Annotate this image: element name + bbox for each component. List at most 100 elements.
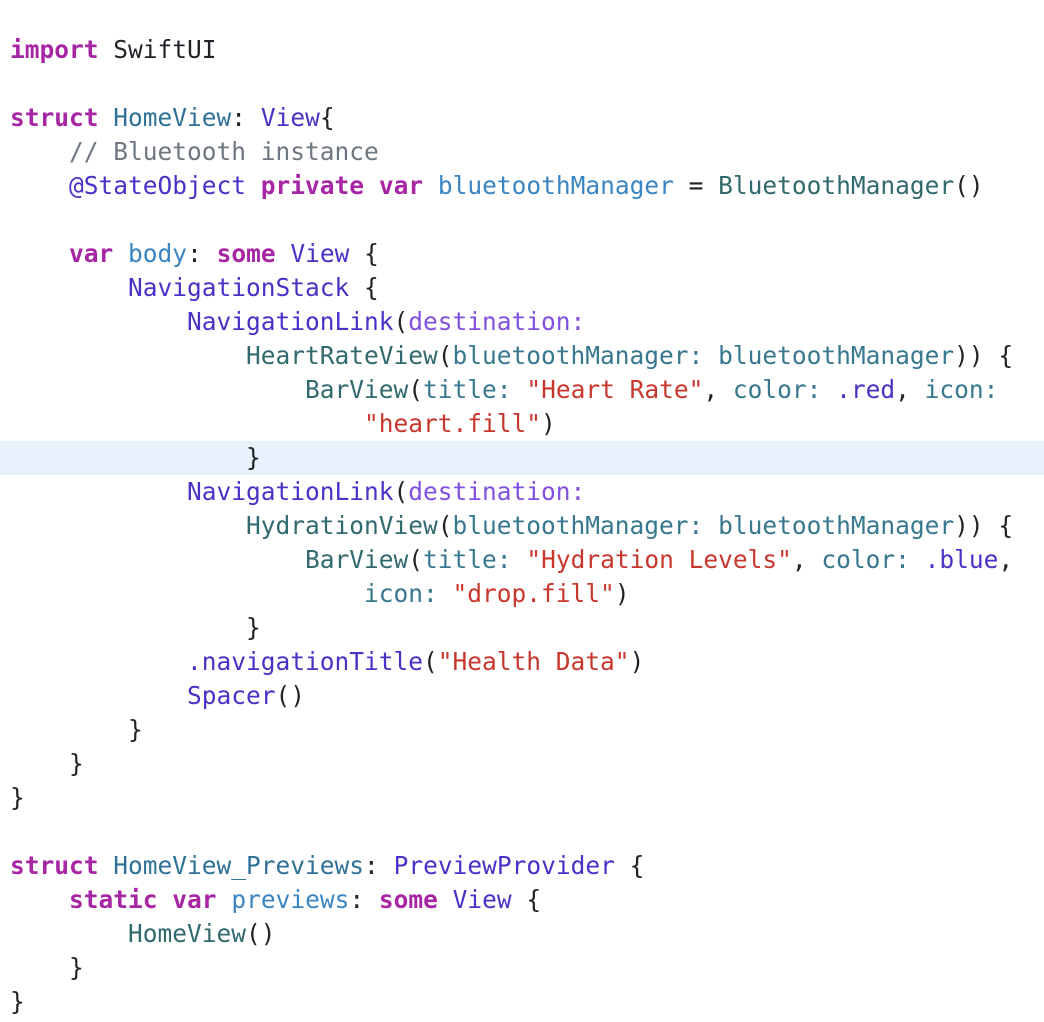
code-token-call: HeartRateView	[246, 341, 438, 370]
code-token-pl	[10, 511, 246, 540]
code-token-pl	[158, 885, 173, 914]
code-token-member: destination:	[408, 477, 586, 506]
code-token-pl	[10, 579, 364, 608]
code-token-kw: some	[378, 885, 438, 914]
code-token-param: title:	[423, 375, 512, 404]
code-line: HeartRateView(bluetoothManager: bluetoot…	[0, 339, 1044, 373]
code-token-call: HydrationView	[246, 511, 438, 540]
code-token-pl	[10, 681, 187, 710]
code-token-pl	[423, 171, 438, 200]
code-token-pl: (	[437, 341, 453, 370]
code-token-type: NavigationLink	[187, 477, 394, 506]
code-token-call: BarView	[305, 375, 409, 404]
code-token-pl: (	[437, 511, 453, 540]
code-token-type: View	[290, 239, 350, 268]
code-token-param: icon:	[924, 375, 999, 404]
code-token-pl: (	[408, 375, 424, 404]
code-token-pl: }	[10, 783, 25, 812]
code-token-pl	[10, 545, 305, 574]
code-token-kw: private	[260, 171, 365, 200]
code-line: }	[0, 611, 1044, 645]
code-line: // Bluetooth instance	[0, 135, 1044, 169]
code-token-pl: )	[541, 409, 556, 438]
code-token-kw: some	[216, 239, 276, 268]
code-token-cm: // Bluetooth instance	[10, 137, 379, 166]
code-line	[0, 67, 1044, 101]
code-token-kw: struct	[10, 851, 99, 880]
code-token-type: Spacer	[187, 681, 276, 710]
code-token-pl: ()	[246, 919, 276, 948]
code-token-kw: struct	[10, 103, 99, 132]
code-token-call: BluetoothManager	[718, 171, 955, 200]
code-token-pl	[438, 579, 453, 608]
code-token-pl: }	[10, 987, 25, 1016]
code-token-pl: }	[10, 613, 261, 642]
code-token-pl: )	[629, 647, 645, 676]
code-token-type: .navigationTitle	[187, 647, 424, 676]
code-line	[0, 815, 1044, 849]
code-token-pl	[10, 341, 246, 370]
code-line: icon: "drop.fill")	[0, 577, 1044, 611]
code-line: struct HomeView: View{	[0, 101, 1044, 135]
code-line: struct HomeView_Previews: PreviewProvide…	[0, 849, 1044, 883]
code-token-pl: {	[614, 851, 645, 880]
code-token-pl: ,	[791, 545, 822, 574]
code-token-param: bluetoothManager:	[452, 341, 704, 370]
code-token-param: bluetoothManager	[718, 341, 955, 370]
code-token-pl	[99, 103, 114, 132]
code-token-pl	[910, 545, 925, 574]
code-token-pl	[512, 545, 527, 574]
code-token-prop: body	[128, 239, 188, 268]
code-token-param: icon:	[364, 579, 438, 608]
code-line: }	[0, 951, 1044, 985]
code-line: static var previews: some View {	[0, 883, 1044, 917]
code-token-pl	[10, 409, 364, 438]
code-token-pl	[99, 851, 114, 880]
code-token-pl	[703, 511, 718, 540]
code-token-pl	[703, 341, 718, 370]
code-token-pl	[10, 307, 187, 336]
code-line: HydrationView(bluetoothManager: bluetoot…	[0, 509, 1044, 543]
code-token-pl	[10, 171, 69, 200]
code-token-param: title:	[423, 545, 512, 574]
code-token-type: View	[452, 885, 512, 914]
code-token-pl: :	[187, 239, 217, 268]
code-token-decl: HomeView	[113, 103, 232, 132]
code-token-pl	[10, 273, 128, 302]
code-line: HomeView()	[0, 917, 1044, 951]
code-token-pl	[10, 885, 69, 914]
code-token-pl: :	[364, 851, 394, 880]
code-token-pl: :	[349, 885, 379, 914]
code-token-call: BarView	[305, 545, 409, 574]
code-token-str: "Health Data"	[437, 647, 630, 676]
code-token-param: color:	[821, 545, 910, 574]
code-token-pl	[10, 239, 69, 268]
code-token-member: destination:	[408, 307, 586, 336]
code-token-pl	[10, 919, 128, 948]
code-token-pl: )) {	[954, 341, 1014, 370]
code-token-pl: }	[10, 715, 143, 744]
code-token-type: View	[260, 103, 320, 132]
code-token-param: bluetoothManager:	[452, 511, 704, 540]
code-line: .navigationTitle("Health Data")	[0, 645, 1044, 679]
code-token-str: "Heart Rate"	[526, 375, 704, 404]
code-token-pl	[217, 885, 232, 914]
code-line: BarView(title: "Hydration Levels", color…	[0, 543, 1044, 577]
code-token-pl: }	[10, 443, 261, 472]
code-line: }	[0, 985, 1044, 1019]
code-line-highlighted: }	[0, 441, 1044, 475]
code-token-type: NavigationLink	[187, 307, 394, 336]
code-line: NavigationLink(destination:	[0, 475, 1044, 509]
code-token-prop: previews	[231, 885, 350, 914]
code-token-pl: )) {	[954, 511, 1014, 540]
code-token-str: "drop.fill"	[452, 579, 615, 608]
code-line: BarView(title: "Heart Rate", color: .red…	[0, 373, 1044, 407]
code-token-pl: (	[393, 307, 409, 336]
code-token-str: "heart.fill"	[364, 409, 542, 438]
code-line: var body: some View {	[0, 237, 1044, 271]
code-token-pl: }	[10, 749, 84, 778]
code-line: import SwiftUI	[0, 33, 1044, 67]
code-token-pl: {	[349, 273, 379, 302]
code-token-type: .blue	[924, 545, 999, 574]
